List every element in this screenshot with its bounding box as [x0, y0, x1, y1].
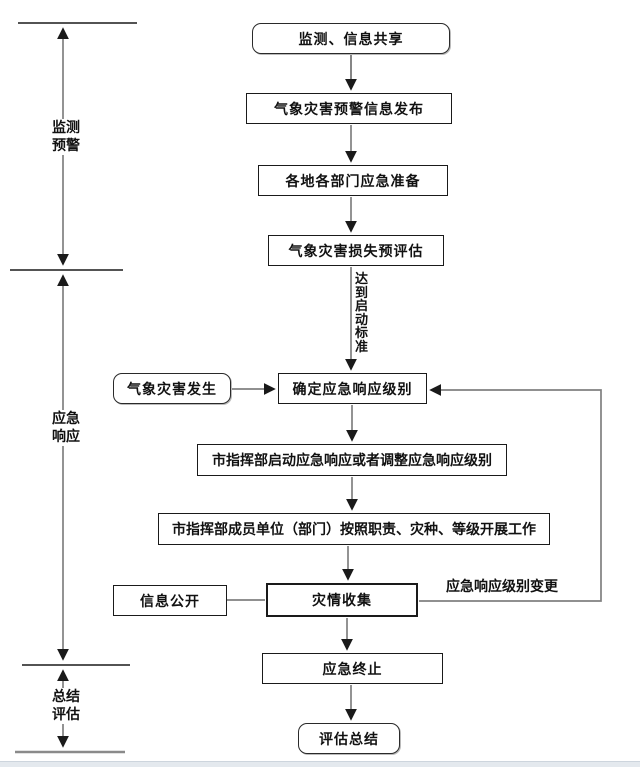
node-emergency-preparation: 各地各部门应急准备	[258, 165, 448, 196]
flow-arrows	[227, 55, 602, 721]
node-member-units-work: 市指挥部成员单位（部门）按照职责、灾种、等级开展工作	[158, 513, 550, 545]
node-emergency-termination: 应急终止	[262, 653, 443, 684]
edge-label-reach-criteria: 达到启动标准	[355, 272, 369, 355]
node-evaluation-summary: 评估总结	[298, 723, 400, 754]
node-info-disclosure: 信息公开	[113, 585, 227, 616]
node-disaster-occurs: 气象灾害发生	[113, 373, 231, 404]
node-start-or-adjust-response: 市指挥部启动应急响应或者调整应急响应级别	[197, 444, 507, 476]
phase-axis	[10, 22, 137, 754]
node-monitoring-info-sharing: 监测、信息共享	[252, 23, 450, 54]
phase-label-response: 应急 响应	[44, 410, 88, 446]
page-bottom-edge	[0, 761, 640, 767]
node-determine-response-level: 确定应急响应级别	[278, 373, 427, 404]
phase-label-summary: 总结 评估	[44, 688, 88, 724]
edge-label-response-level-change: 应急响应级别变更	[446, 579, 558, 595]
node-loss-pre-assessment: 气象灾害损失预评估	[268, 235, 444, 266]
phase-label-monitoring: 监测 预警	[44, 119, 88, 155]
node-disaster-info-collection: 灾情收集	[266, 583, 418, 617]
node-warning-info-release: 气象灾害预警信息发布	[246, 93, 452, 124]
